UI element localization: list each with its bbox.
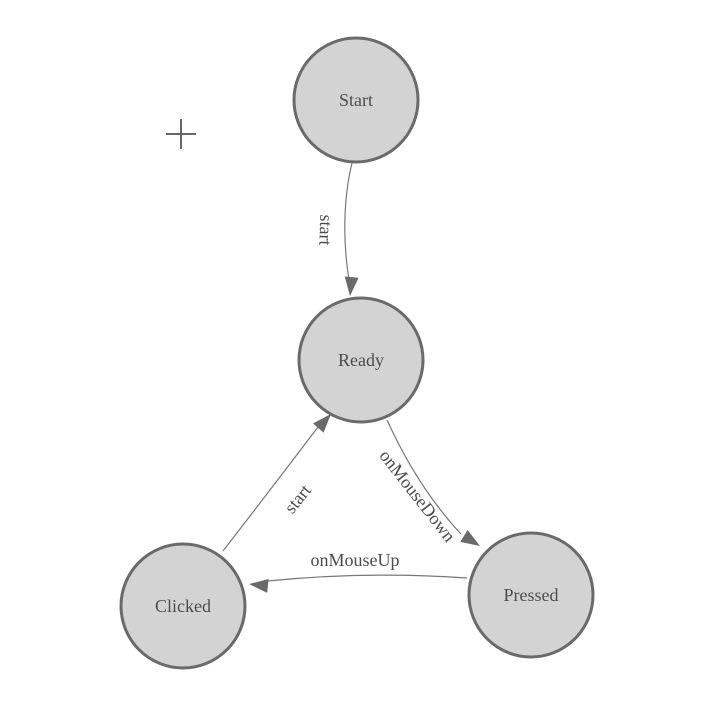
node-start[interactable]: Start — [292, 36, 420, 164]
node-clicked[interactable]: Clicked — [119, 542, 247, 670]
node-circle-clicked[interactable] — [119, 542, 247, 670]
node-label-clicked: Clicked — [155, 596, 211, 616]
edge-line-start-ready — [344, 162, 353, 281]
edge-pressed-clicked: onMouseUp — [249, 550, 468, 593]
arrowhead-icon-ready-pressed — [460, 530, 480, 546]
edge-clicked-ready: start — [222, 414, 331, 552]
edge-line-ready-pressed — [386, 419, 462, 535]
node-label-start: Start — [339, 90, 373, 110]
node-circle-start[interactable] — [292, 36, 420, 164]
arrowhead-icon-start-ready — [344, 276, 359, 296]
arrowhead-icon-pressed-clicked — [249, 579, 269, 593]
edge-ready-pressed: onMouseDown — [375, 419, 480, 546]
edge-line-clicked-ready — [222, 426, 319, 552]
edge-line-pressed-clicked — [267, 574, 468, 582]
node-circle-pressed[interactable] — [467, 531, 595, 659]
edge-start-ready: start — [315, 162, 359, 296]
arrowhead-icon-clicked-ready — [313, 414, 331, 433]
edge-label-ready-pressed: onMouseDown — [375, 446, 459, 546]
node-ready[interactable]: Ready — [297, 296, 425, 424]
edge-label-clicked-ready: start — [280, 480, 315, 517]
node-pressed[interactable]: Pressed — [467, 531, 595, 659]
node-label-ready: Ready — [338, 350, 384, 370]
crosshair-icon — [166, 119, 196, 149]
edge-label-start-ready: start — [315, 214, 336, 246]
edge-label-pressed-clicked: onMouseUp — [311, 550, 400, 570]
node-circle-ready[interactable] — [297, 296, 425, 424]
node-label-pressed: Pressed — [504, 585, 559, 605]
